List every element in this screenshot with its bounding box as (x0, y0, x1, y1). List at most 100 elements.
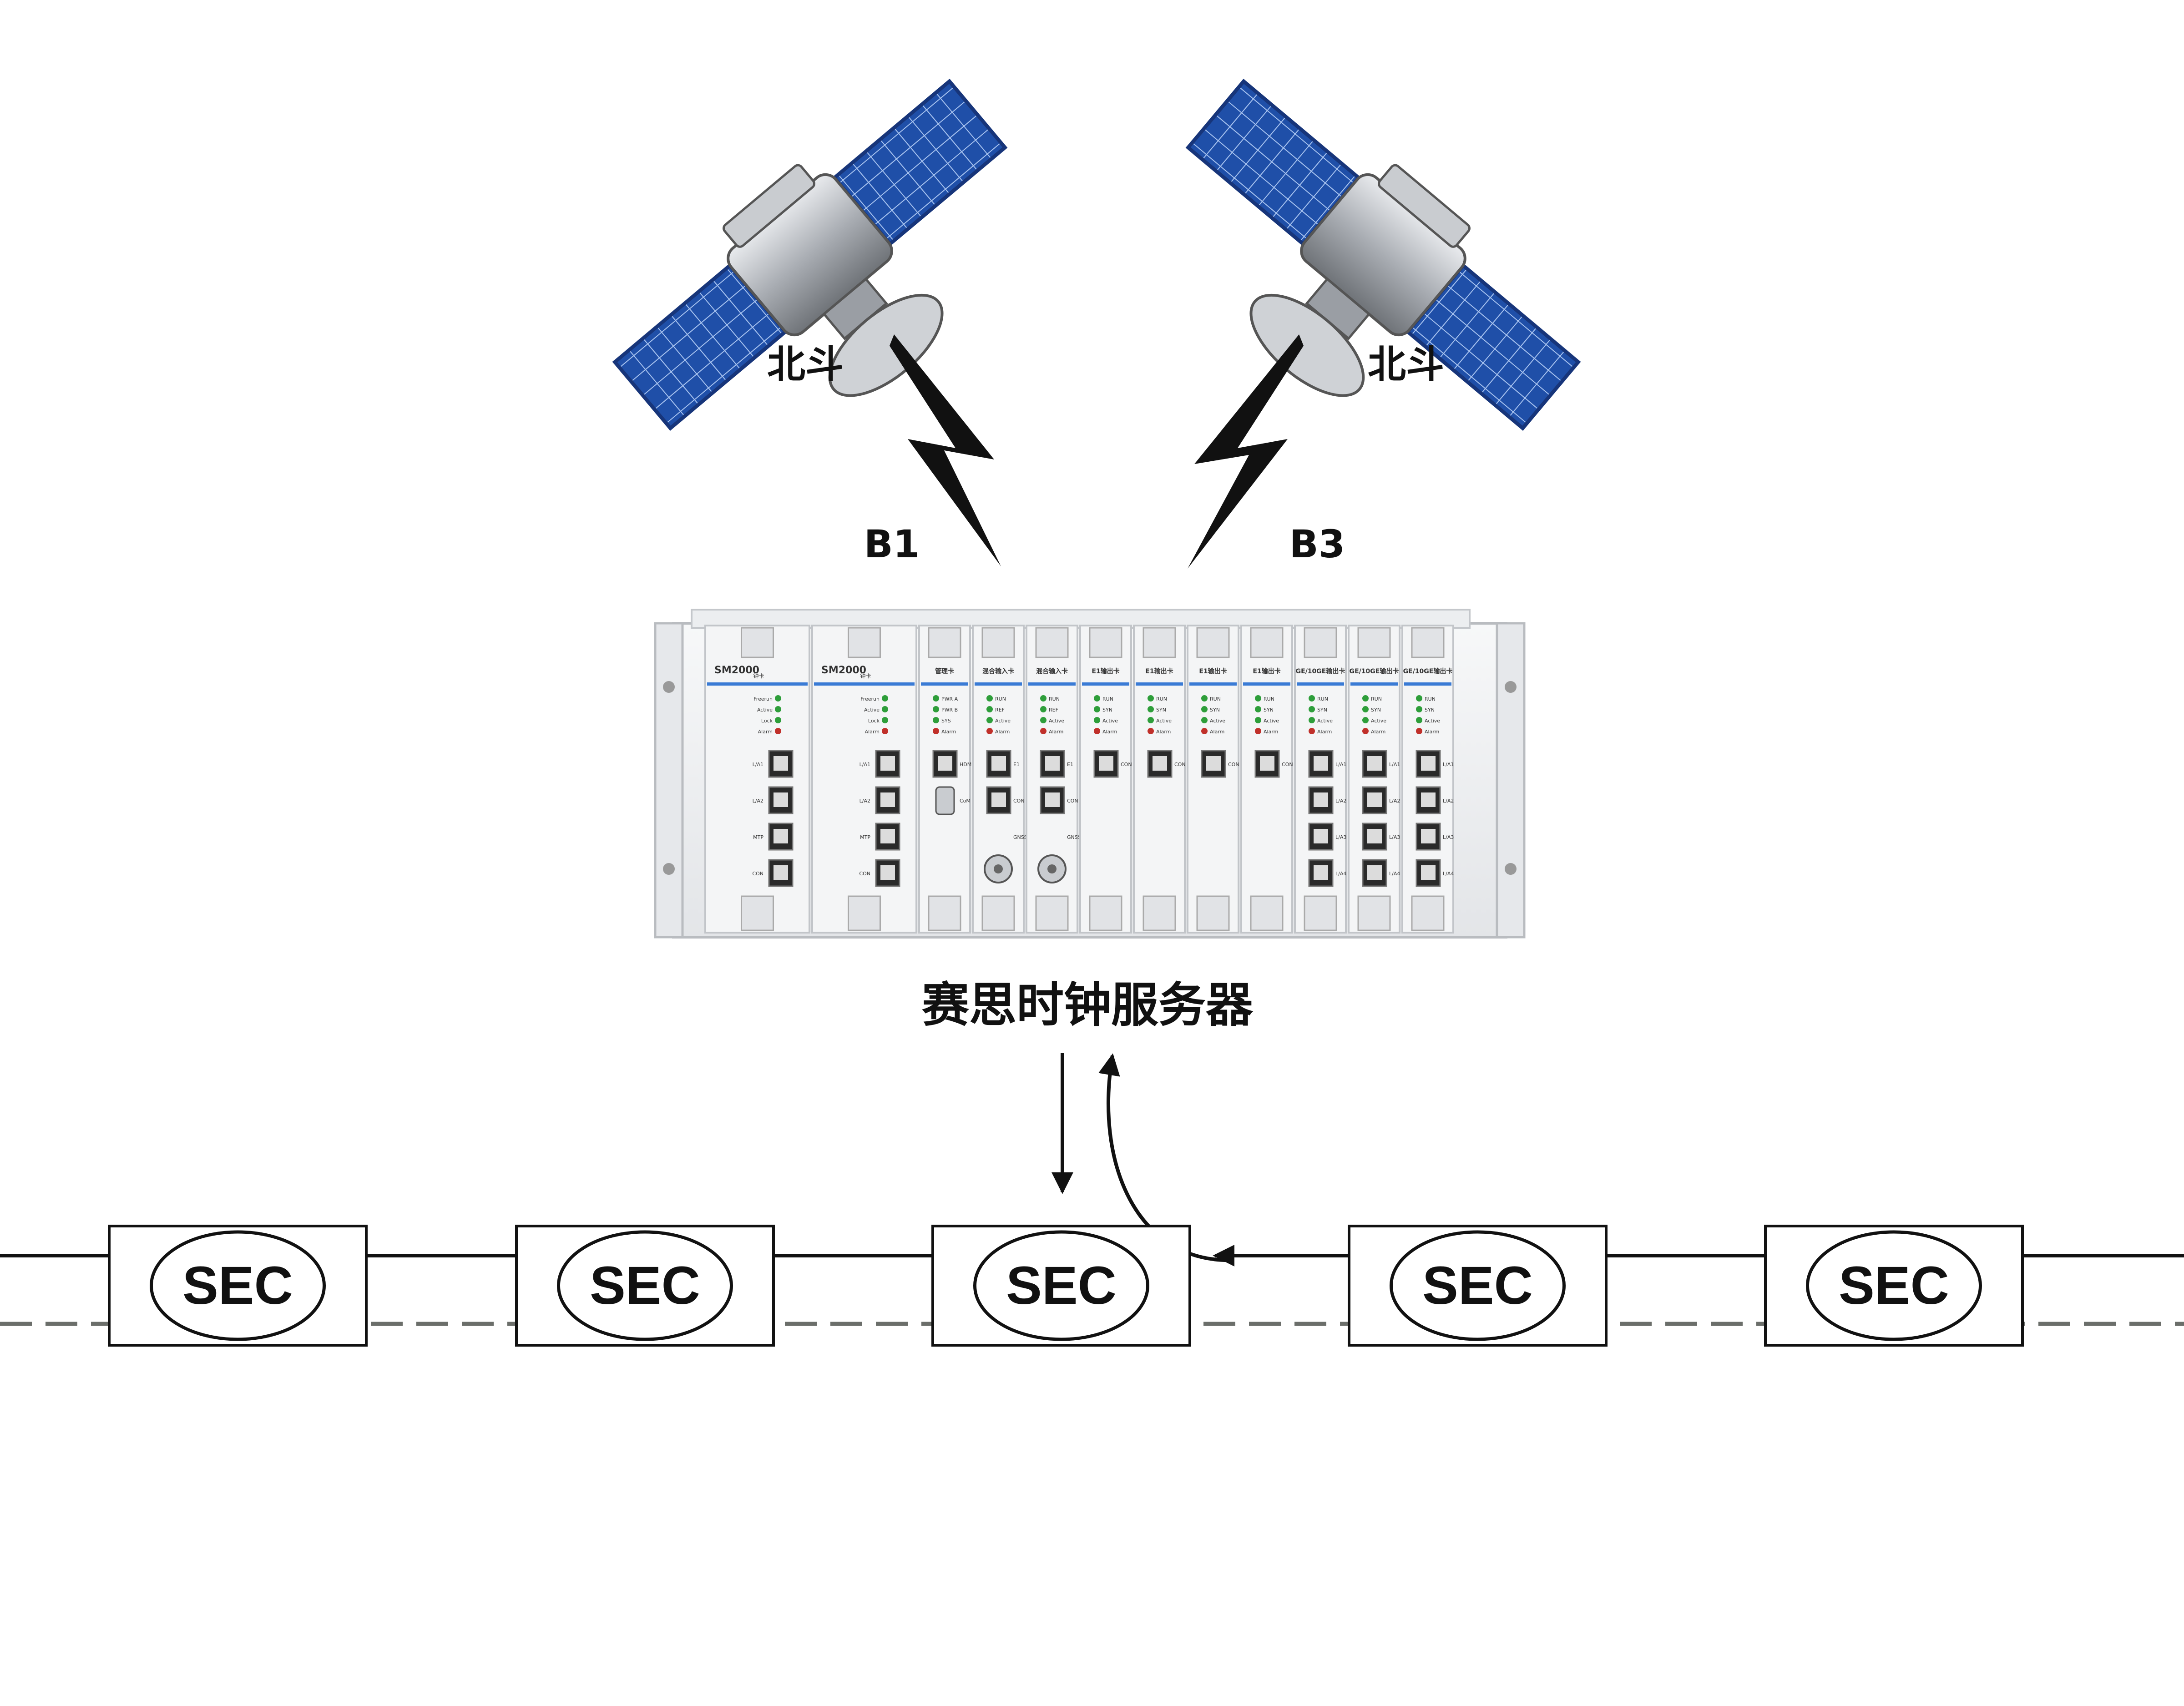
card-title: GE/10GE输出卡 (1296, 667, 1345, 675)
sec-ellipse (1806, 1230, 1982, 1341)
sec-label: SEC (1422, 1256, 1533, 1316)
status-led-icon (1094, 706, 1100, 712)
status-led-icon (882, 717, 888, 723)
status-led-icon (1362, 728, 1369, 734)
status-led-icon (986, 728, 993, 734)
card-subtitle: 钟卡 (860, 672, 871, 679)
led-label: Alarm (1371, 729, 1385, 735)
rack-ear-left (654, 622, 684, 939)
port-label: CON (1121, 762, 1132, 767)
led-label: Active (1102, 718, 1118, 724)
status-led-icon (882, 695, 888, 702)
card-slot: GE/10GE输出卡RUNSYNActiveAlarmL/A1L/A2L/A3L… (1401, 625, 1454, 934)
status-led-icon (1416, 717, 1422, 723)
sec-ellipse (150, 1230, 326, 1341)
led-label: Alarm (941, 729, 956, 735)
sec-label: SEC (182, 1256, 293, 1316)
status-led-icon (775, 695, 781, 702)
led-label: SYN (1264, 707, 1274, 713)
status-led-icon (986, 717, 993, 723)
led-label: Active (1425, 718, 1440, 724)
status-led-icon (1040, 695, 1046, 702)
signal-bolt-left-icon (890, 334, 1001, 566)
card-band (1404, 682, 1451, 686)
sec-node: SEC (1764, 1225, 2024, 1347)
card-handle-top (1196, 627, 1230, 658)
card-band (814, 682, 915, 686)
port-label: E1 (1067, 762, 1073, 767)
led-label: Alarm (1425, 729, 1439, 735)
card-band (707, 682, 808, 686)
led-label: REF (1049, 707, 1058, 713)
status-led-icon (1201, 717, 1208, 723)
card-title: SM2000 (821, 665, 866, 676)
status-led-icon (882, 706, 888, 712)
card-handle-top (1143, 627, 1176, 658)
card-title: E1输出卡 (1253, 667, 1280, 675)
card-handle-bottom (928, 895, 961, 931)
rack-ear-right (1496, 622, 1526, 939)
status-led-icon (775, 717, 781, 723)
led-label: SYN (1156, 707, 1166, 713)
card-handle-top (1089, 627, 1122, 658)
card-band (1350, 682, 1398, 686)
card-title: SM2000 (714, 665, 759, 676)
led-label: RUN (1317, 696, 1328, 702)
sec-ellipse (1390, 1230, 1566, 1341)
ethernet-port-icon (1308, 750, 1334, 778)
sec-node: SEC (108, 1225, 368, 1347)
port-label: CON (859, 871, 870, 877)
status-led-icon (1255, 706, 1261, 712)
status-led-icon (1362, 706, 1369, 712)
card-title: E1输出卡 (1092, 667, 1119, 675)
led-label: Active (757, 707, 773, 713)
status-led-icon (1201, 706, 1208, 712)
led-label: REF (995, 707, 1005, 713)
card-handle-top (848, 627, 881, 658)
led-label: RUN (1210, 696, 1221, 702)
led-label: Active (1317, 718, 1333, 724)
led-label: SYN (1425, 707, 1435, 713)
serial-port-icon (935, 786, 955, 815)
card-handle-top (928, 627, 961, 658)
status-led-icon (1148, 728, 1154, 734)
led-label: Active (1049, 718, 1064, 724)
card-band (1028, 682, 1076, 686)
led-label: Alarm (995, 729, 1010, 735)
card-band (1243, 682, 1290, 686)
status-led-icon (1362, 695, 1369, 702)
clock-server-chassis: SM2000钟卡FreerunActiveLockAlarmL/A1L/A2MT… (654, 609, 1526, 939)
status-led-icon (933, 728, 939, 734)
status-led-icon (1040, 728, 1046, 734)
satellite-right-icon (1185, 79, 1581, 431)
status-led-icon (1416, 695, 1422, 702)
card-title: 混合输入卡 (1036, 667, 1068, 675)
status-led-icon (1148, 706, 1154, 712)
led-label: Lock (761, 718, 773, 724)
status-led-icon (1148, 717, 1154, 723)
port-label: CON (752, 871, 763, 877)
status-led-icon (1094, 695, 1100, 702)
card-band (1082, 682, 1129, 686)
led-label: SYN (1102, 707, 1112, 713)
sec-label: SEC (590, 1256, 700, 1316)
port-label: CON (1282, 762, 1293, 767)
card-handle-bottom (1143, 895, 1176, 931)
card-band (1136, 682, 1183, 686)
ethernet-port-icon (1093, 750, 1119, 778)
card-title: 混合输入卡 (982, 667, 1014, 675)
card-handle-bottom (1250, 895, 1284, 931)
status-led-icon (1040, 706, 1046, 712)
status-led-icon (1255, 695, 1261, 702)
card-handle-top (1035, 627, 1069, 658)
led-label: RUN (1156, 696, 1167, 702)
card-handle-top (1411, 627, 1445, 658)
port-label: MTP (753, 834, 763, 840)
card-slots: SM2000钟卡FreerunActiveLockAlarmL/A1L/A2MT… (704, 625, 1454, 934)
led-label: Alarm (865, 729, 880, 735)
led-label: Alarm (1156, 729, 1171, 735)
